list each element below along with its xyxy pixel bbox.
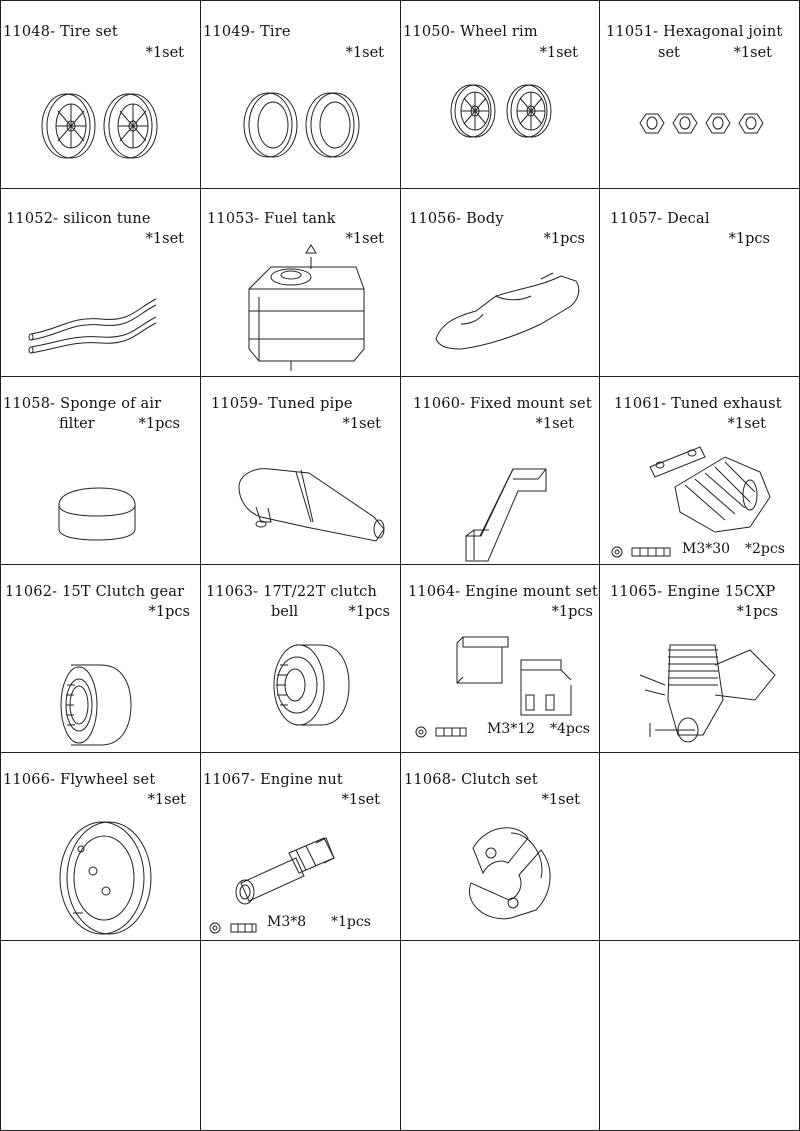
part-qty: *1pcs	[728, 231, 770, 247]
fastener-qty: *2pcs	[745, 541, 785, 557]
part-qty: *1pcs	[551, 604, 593, 620]
part-cell-11068: 11068- Clutch set *1set	[400, 752, 599, 940]
empty-cell	[0, 940, 200, 1130]
part-qty: *1pcs	[736, 604, 778, 620]
part-cell-11058: 11058- Sponge of air filter *1pcs	[0, 376, 200, 564]
engine-drawing	[600, 565, 799, 752]
part-qty: *1pcs	[543, 231, 585, 247]
part-cell-11053: 11053- Fuel tank *1set	[200, 188, 400, 376]
tuned-exhaust-drawing	[600, 377, 799, 564]
part-cell-11067: 11067- Engine nut *1set M3*8 *1pcs	[200, 752, 400, 940]
part-title: 11067- Engine nut	[203, 772, 343, 788]
empty-cell	[400, 940, 599, 1130]
part-cell-11049: 11049- Tire *1set	[200, 0, 400, 188]
part-qty: *1pcs	[348, 604, 390, 620]
part-title: 11063- 17T/22T clutch	[206, 584, 377, 600]
part-title: 11057- Decal	[610, 211, 710, 227]
part-title: 11068- Clutch set	[404, 772, 538, 788]
clutch-set-drawing	[401, 753, 599, 940]
part-title-line2: filter	[59, 416, 95, 432]
car-body-drawing	[401, 189, 599, 376]
clutch-gear-drawing	[1, 565, 200, 752]
part-cell-11059: 11059- Tuned pipe *1set	[200, 376, 400, 564]
part-title: 11051- Hexagonal joint	[606, 24, 783, 40]
part-qty: *1set	[341, 792, 380, 808]
tuned-pipe-drawing	[201, 377, 400, 564]
fastener-size: M3*12	[487, 721, 536, 737]
part-title: 11059- Tuned pipe	[211, 396, 353, 412]
part-cell-11052: 11052- silicon tune *1set	[0, 188, 200, 376]
part-cell-11048: 11048- Tire set *1set	[0, 0, 200, 188]
part-qty: *1set	[733, 45, 772, 61]
fuel-tank-drawing	[201, 189, 400, 376]
fastener-size: M3*30	[682, 541, 731, 557]
part-title-line2: set	[658, 45, 680, 61]
part-qty: *1set	[145, 45, 184, 61]
part-qty: *1set	[147, 792, 186, 808]
part-title: 11065- Engine 15CXP	[610, 584, 776, 600]
fastener-size: M3*8	[267, 914, 307, 930]
part-title: 11066- Flywheel set	[3, 772, 156, 788]
engine-nut-drawing	[201, 753, 400, 940]
fastener-qty: *1pcs	[331, 914, 371, 930]
flywheel-drawing	[1, 753, 200, 940]
empty-cell	[599, 752, 799, 940]
part-cell-11061: 11061- Tuned exhaust *1set M3*30 *2pcs	[599, 376, 799, 564]
part-qty: *1set	[342, 416, 381, 432]
part-cell-11057: 11057- Decal *1pcs	[599, 188, 799, 376]
part-cell-11062: 11062- 15T Clutch gear *1pcs	[0, 564, 200, 752]
part-title: 11062- 15T Clutch gear	[5, 584, 185, 600]
part-cell-11051: 11051- Hexagonal joint set *1set	[599, 0, 799, 188]
part-cell-11056: 11056- Body *1pcs	[400, 188, 599, 376]
wheel-rim-drawing	[401, 1, 599, 188]
part-title: 11064- Engine mount set	[408, 584, 599, 600]
part-title: 11056- Body	[409, 211, 504, 227]
fastener-qty: *4pcs	[550, 721, 590, 737]
part-qty: *1pcs	[138, 416, 180, 432]
hex-joint-drawing	[600, 1, 799, 188]
tire-drawing	[201, 1, 400, 188]
part-title: 11050- Wheel rim	[403, 24, 538, 40]
part-cell-11063: 11063- 17T/22T clutch bell *1pcs	[200, 564, 400, 752]
sponge-filter-drawing	[1, 377, 200, 564]
part-title: 11061- Tuned exhaust	[614, 396, 782, 412]
part-title-line2: bell	[271, 604, 299, 620]
empty-cell	[599, 940, 799, 1130]
part-title: 11049- Tire	[203, 24, 291, 40]
part-title: 11053- Fuel tank	[207, 211, 336, 227]
part-cell-11060: 11060- Fixed mount set *1set	[400, 376, 599, 564]
fixed-mount-drawing	[401, 377, 599, 564]
part-cell-11050: 11050- Wheel rim *1set	[400, 0, 599, 188]
part-cell-11065: 11065- Engine 15CXP *1pcs	[599, 564, 799, 752]
part-title: 11048- Tire set	[3, 24, 118, 40]
silicon-tube-drawing	[1, 189, 200, 376]
clutch-bell-drawing	[201, 565, 400, 752]
part-qty: *1set	[145, 231, 184, 247]
part-cell-11066: 11066- Flywheel set *1set	[0, 752, 200, 940]
part-cell-11064: 11064- Engine mount set *1pcs M3*12 *4pc…	[400, 564, 599, 752]
part-qty: *1set	[727, 416, 766, 432]
part-qty: *1set	[535, 416, 574, 432]
part-qty: *1set	[345, 231, 384, 247]
part-title: 11052- silicon tune	[6, 211, 151, 227]
part-qty: *1set	[345, 45, 384, 61]
part-qty: *1pcs	[148, 604, 190, 620]
empty-cell	[200, 940, 400, 1130]
part-qty: *1set	[539, 45, 578, 61]
part-title: 11060- Fixed mount set	[413, 396, 592, 412]
part-qty: *1set	[541, 792, 580, 808]
engine-mount-drawing	[401, 565, 599, 752]
tire-set-drawing	[1, 1, 200, 188]
part-title: 11058- Sponge of air	[3, 396, 162, 412]
